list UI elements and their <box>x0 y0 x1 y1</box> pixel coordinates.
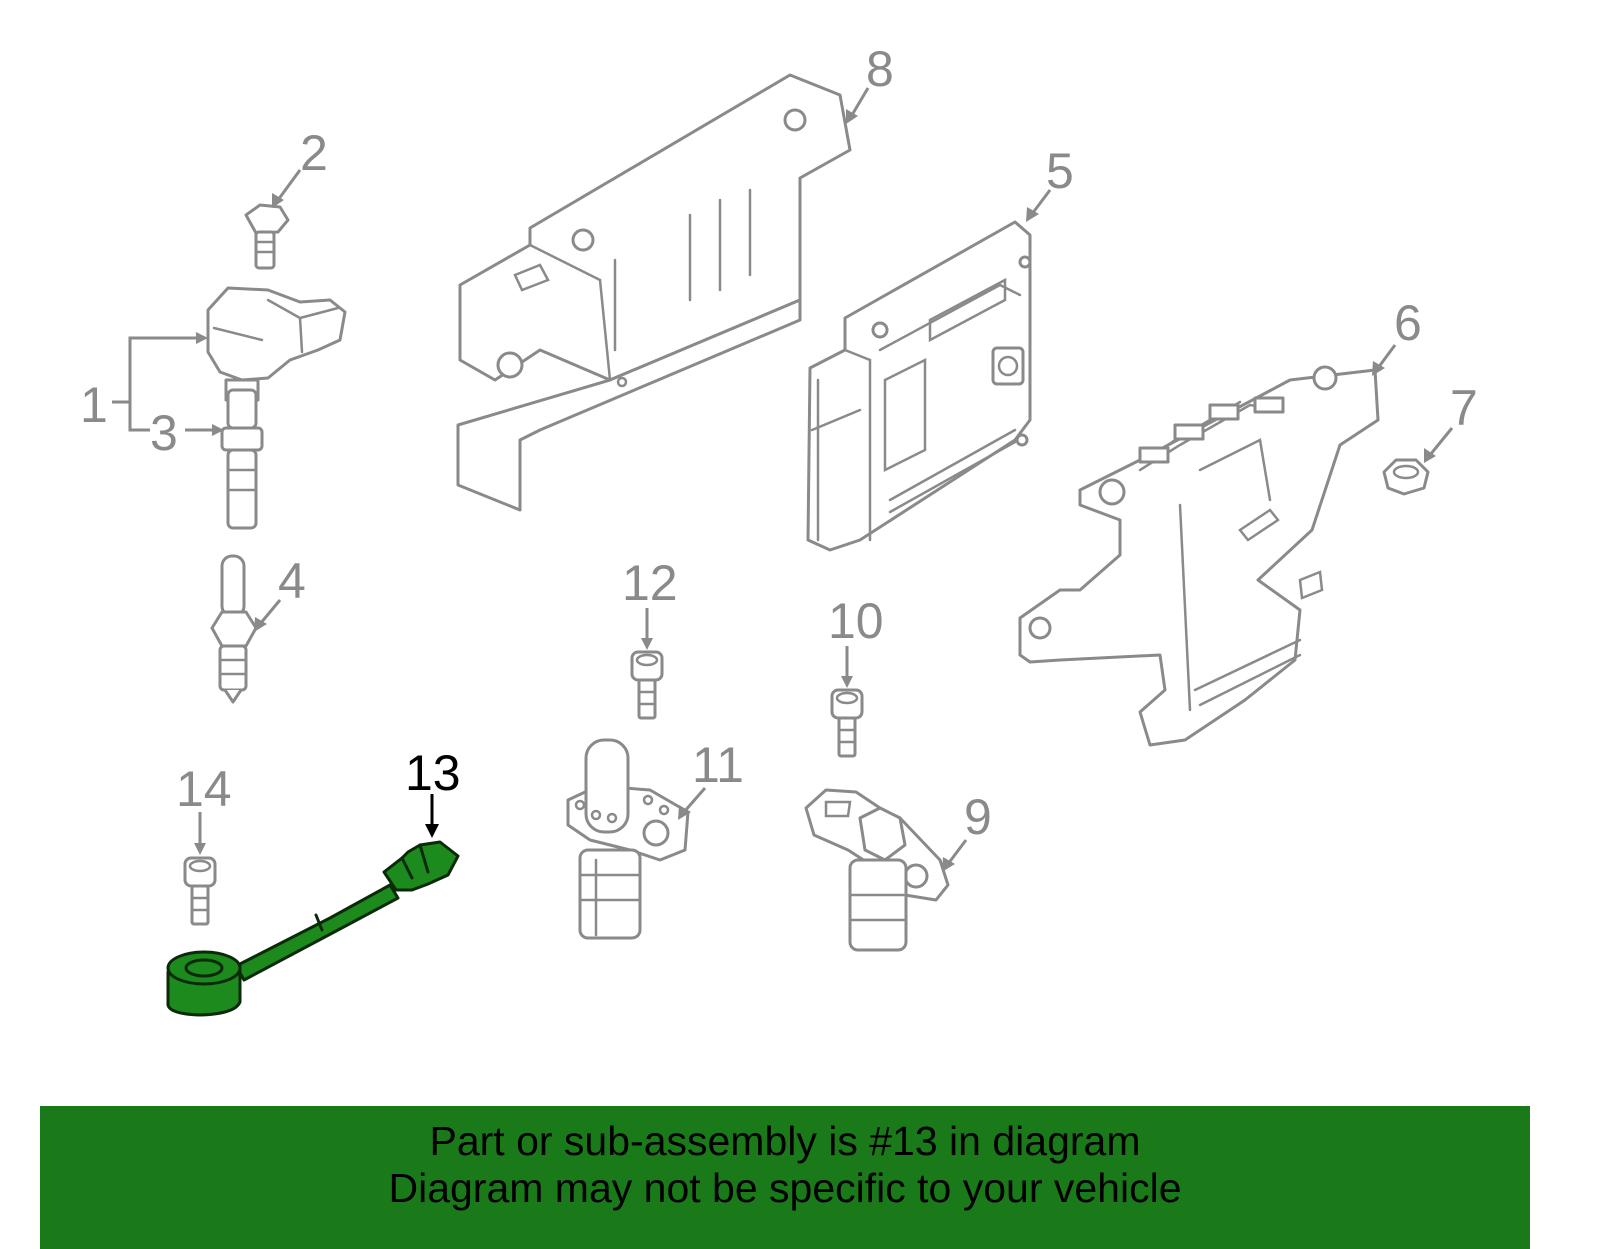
info-banner: Part or sub-assembly is #13 in diagram D… <box>40 1106 1530 1249</box>
callout-14: 14 <box>176 761 232 817</box>
callout-3: 3 <box>150 405 178 461</box>
part-4-spark-plug[interactable] <box>210 554 258 704</box>
callout-4: 4 <box>278 553 306 609</box>
leader-lines <box>112 87 1454 872</box>
part-11-position-sensor[interactable] <box>566 738 690 940</box>
part-3-coil-boot[interactable] <box>220 388 264 530</box>
callout-9: 9 <box>964 789 992 845</box>
parts-diagram: 1 2 3 4 5 6 7 8 9 10 11 12 13 14 <box>80 41 1478 1017</box>
callout-13: 13 <box>405 745 461 801</box>
callout-12: 12 <box>622 555 678 611</box>
part-8-ecu-bracket[interactable] <box>456 73 852 512</box>
part-1-ignition-coil[interactable] <box>206 286 347 402</box>
part-7-nut[interactable] <box>1382 458 1430 496</box>
part-6-fuse-bracket[interactable] <box>1018 365 1380 747</box>
part-13-knock-sensor[interactable] <box>166 840 460 1017</box>
callout-7: 7 <box>1450 380 1478 436</box>
part-9-camshaft-sensor[interactable] <box>804 788 950 952</box>
callout-5: 5 <box>1046 143 1074 199</box>
banner-line-1: Part or sub-assembly is #13 in diagram <box>429 1118 1141 1164</box>
part-5-ecu-module[interactable] <box>806 220 1032 552</box>
callout-6: 6 <box>1394 295 1422 351</box>
part-12-bolt[interactable] <box>630 650 664 720</box>
callout-1: 1 <box>80 377 108 433</box>
part-2-bolt[interactable] <box>244 203 290 270</box>
part-10-bolt[interactable] <box>830 688 864 758</box>
part-14-bolt[interactable] <box>183 856 217 926</box>
banner-line-2: Diagram may not be specific to your vehi… <box>388 1165 1182 1211</box>
callout-10: 10 <box>828 593 884 649</box>
callout-labels: 1 2 3 4 5 6 7 8 9 10 11 12 13 14 <box>80 41 1478 845</box>
callout-11: 11 <box>692 737 744 793</box>
callout-8: 8 <box>866 41 894 97</box>
callout-2: 2 <box>300 125 328 181</box>
